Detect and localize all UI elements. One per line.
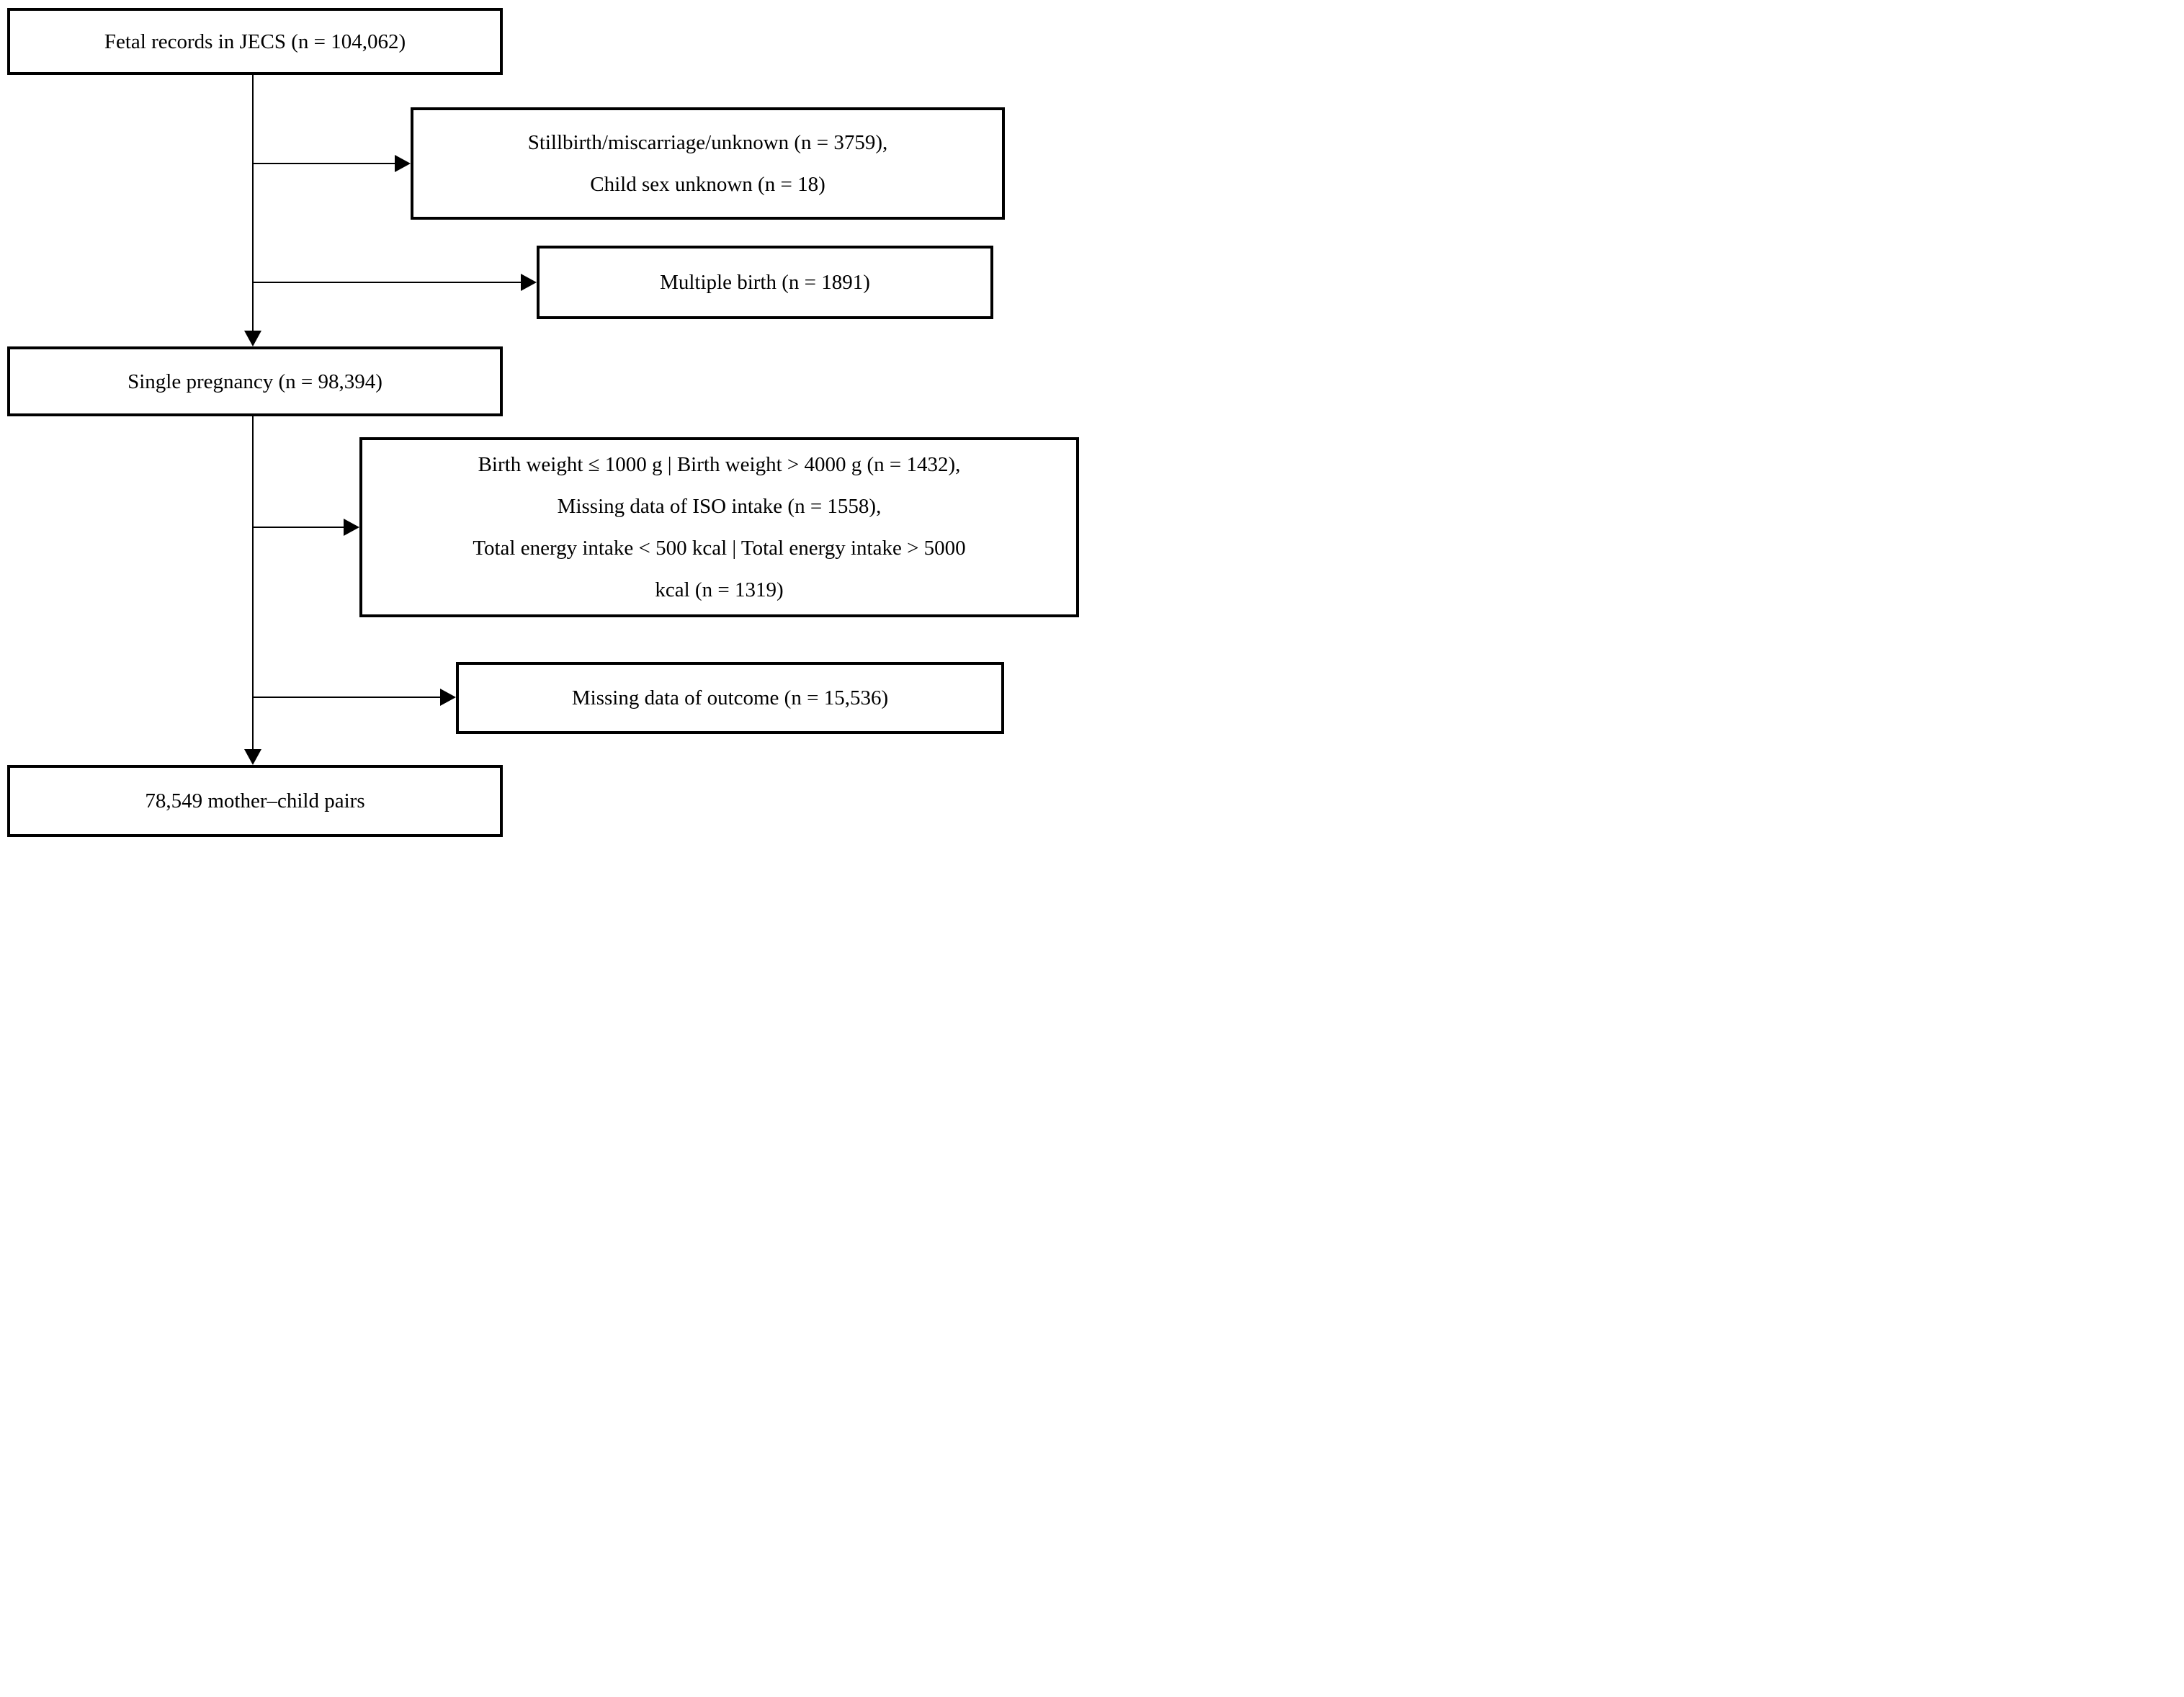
connector-to-multiple-birth-exclusion bbox=[253, 282, 522, 283]
node-stillbirth-exclusion-line1: Stillbirth/miscarriage/unknown (n = 3759… bbox=[527, 131, 888, 154]
node-fetal-records: Fetal records in JECS (n = 104,062) bbox=[7, 8, 503, 75]
node-single-pregnancy: Single pregnancy (n = 98,394) bbox=[7, 346, 503, 416]
node-final-sample: 78,549 mother–child pairs bbox=[7, 765, 503, 837]
arrowhead-down-to-final-sample-icon bbox=[244, 749, 261, 765]
node-weight-intake-exclusion-line1: Birth weight ≤ 1000 g | Birth weight > 4… bbox=[478, 453, 961, 476]
connector-vertical-top bbox=[252, 75, 254, 331]
arrowhead-right-stillbirth-icon bbox=[395, 155, 411, 172]
arrowhead-right-multiple-birth-icon bbox=[521, 274, 537, 291]
connector-to-missing-outcome-exclusion bbox=[253, 697, 441, 698]
node-weight-intake-exclusion: Birth weight ≤ 1000 g | Birth weight > 4… bbox=[359, 437, 1079, 617]
node-weight-intake-exclusion-line4: kcal (n = 1319) bbox=[655, 578, 784, 601]
node-single-pregnancy-text: Single pregnancy (n = 98,394) bbox=[127, 370, 382, 393]
node-stillbirth-exclusion: Stillbirth/miscarriage/unknown (n = 3759… bbox=[411, 107, 1005, 220]
node-stillbirth-exclusion-line2: Child sex unknown (n = 18) bbox=[590, 173, 825, 196]
node-missing-outcome-exclusion-text: Missing data of outcome (n = 15,536) bbox=[571, 686, 889, 709]
connector-to-stillbirth-exclusion bbox=[253, 163, 395, 164]
arrowhead-right-weight-intake-icon bbox=[344, 519, 359, 536]
arrowhead-right-missing-outcome-icon bbox=[440, 689, 456, 706]
node-fetal-records-text: Fetal records in JECS (n = 104,062) bbox=[104, 30, 406, 53]
connector-vertical-bottom bbox=[252, 416, 254, 750]
arrowhead-down-to-single-pregnancy-icon bbox=[244, 331, 261, 346]
node-weight-intake-exclusion-line2: Missing data of ISO intake (n = 1558), bbox=[557, 495, 882, 518]
node-final-sample-text: 78,549 mother–child pairs bbox=[145, 789, 365, 812]
node-multiple-birth-exclusion: Multiple birth (n = 1891) bbox=[537, 246, 993, 319]
node-missing-outcome-exclusion: Missing data of outcome (n = 15,536) bbox=[456, 662, 1004, 734]
node-weight-intake-exclusion-line3: Total energy intake < 500 kcal | Total e… bbox=[473, 537, 966, 560]
flow-diagram: Fetal records in JECS (n = 104,062) Stil… bbox=[0, 0, 1092, 848]
node-multiple-birth-exclusion-text: Multiple birth (n = 1891) bbox=[660, 271, 870, 294]
connector-to-weight-intake-exclusion bbox=[253, 527, 344, 528]
